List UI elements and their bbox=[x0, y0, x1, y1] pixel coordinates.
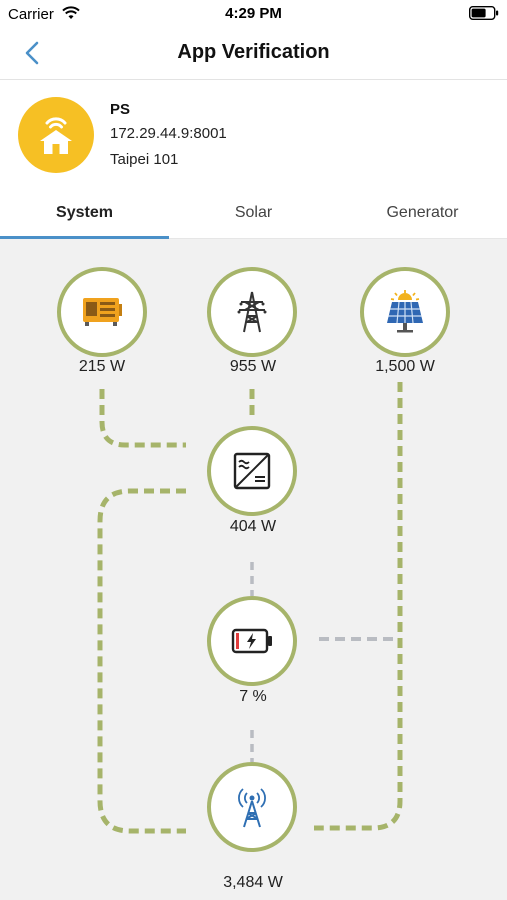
generator-icon bbox=[83, 298, 122, 326]
energy-flow-diagram: 215 W 955 W 1,500 W 404 W bbox=[0, 239, 507, 900]
generator-power-value: 215 W bbox=[78, 358, 126, 375]
battery-low-icon bbox=[231, 628, 272, 654]
cell-tower-icon bbox=[238, 788, 266, 828]
smart-home-icon bbox=[40, 117, 72, 154]
generator-node[interactable] bbox=[57, 267, 147, 357]
solar-node[interactable] bbox=[360, 267, 450, 357]
battery-percent-value: 7 % bbox=[239, 688, 267, 705]
inverter-icon bbox=[233, 452, 271, 490]
flow-line-solar-load bbox=[314, 382, 403, 831]
grid-node[interactable] bbox=[207, 267, 297, 357]
back-chevron-icon[interactable] bbox=[18, 38, 46, 68]
tab-system[interactable]: System bbox=[56, 204, 113, 221]
load-node[interactable] bbox=[207, 762, 297, 852]
carrier-label: Carrier bbox=[8, 6, 54, 23]
nav-bar: App Verification bbox=[0, 28, 507, 80]
tab-bar: System Solar Generator bbox=[0, 191, 507, 239]
site-location: Taipei 101 bbox=[110, 151, 179, 168]
tab-solar[interactable]: Solar bbox=[234, 204, 273, 221]
grid-power-value: 955 W bbox=[229, 358, 277, 375]
site-name: PS bbox=[110, 101, 131, 118]
flow-lines bbox=[97, 382, 403, 834]
battery-icon bbox=[469, 6, 499, 20]
status-bar: Carrier 4:29 PM bbox=[0, 0, 507, 28]
flow-line-inverter-load bbox=[97, 488, 186, 834]
page-title: App Verification bbox=[177, 41, 330, 63]
solar-power-value: 1,500 W bbox=[375, 358, 435, 375]
solar-panel-icon bbox=[387, 290, 423, 333]
load-power-value: 3,484 W bbox=[223, 874, 283, 891]
inverter-node[interactable] bbox=[207, 426, 297, 516]
site-ip-address: 172.29.44.9:8001 bbox=[110, 125, 227, 142]
wifi-icon bbox=[62, 6, 80, 19]
battery-node[interactable] bbox=[207, 596, 297, 686]
power-tower-icon bbox=[237, 291, 267, 333]
status-time: 4:29 PM bbox=[225, 5, 282, 22]
inverter-power-value: 404 W bbox=[229, 518, 277, 535]
tab-generator[interactable]: Generator bbox=[386, 204, 459, 221]
active-tab-indicator bbox=[0, 236, 169, 239]
site-avatar bbox=[18, 97, 94, 173]
site-header: PS 172.29.44.9:8001 Taipei 101 bbox=[0, 81, 507, 191]
flow-line-generator-inverter bbox=[99, 389, 186, 448]
